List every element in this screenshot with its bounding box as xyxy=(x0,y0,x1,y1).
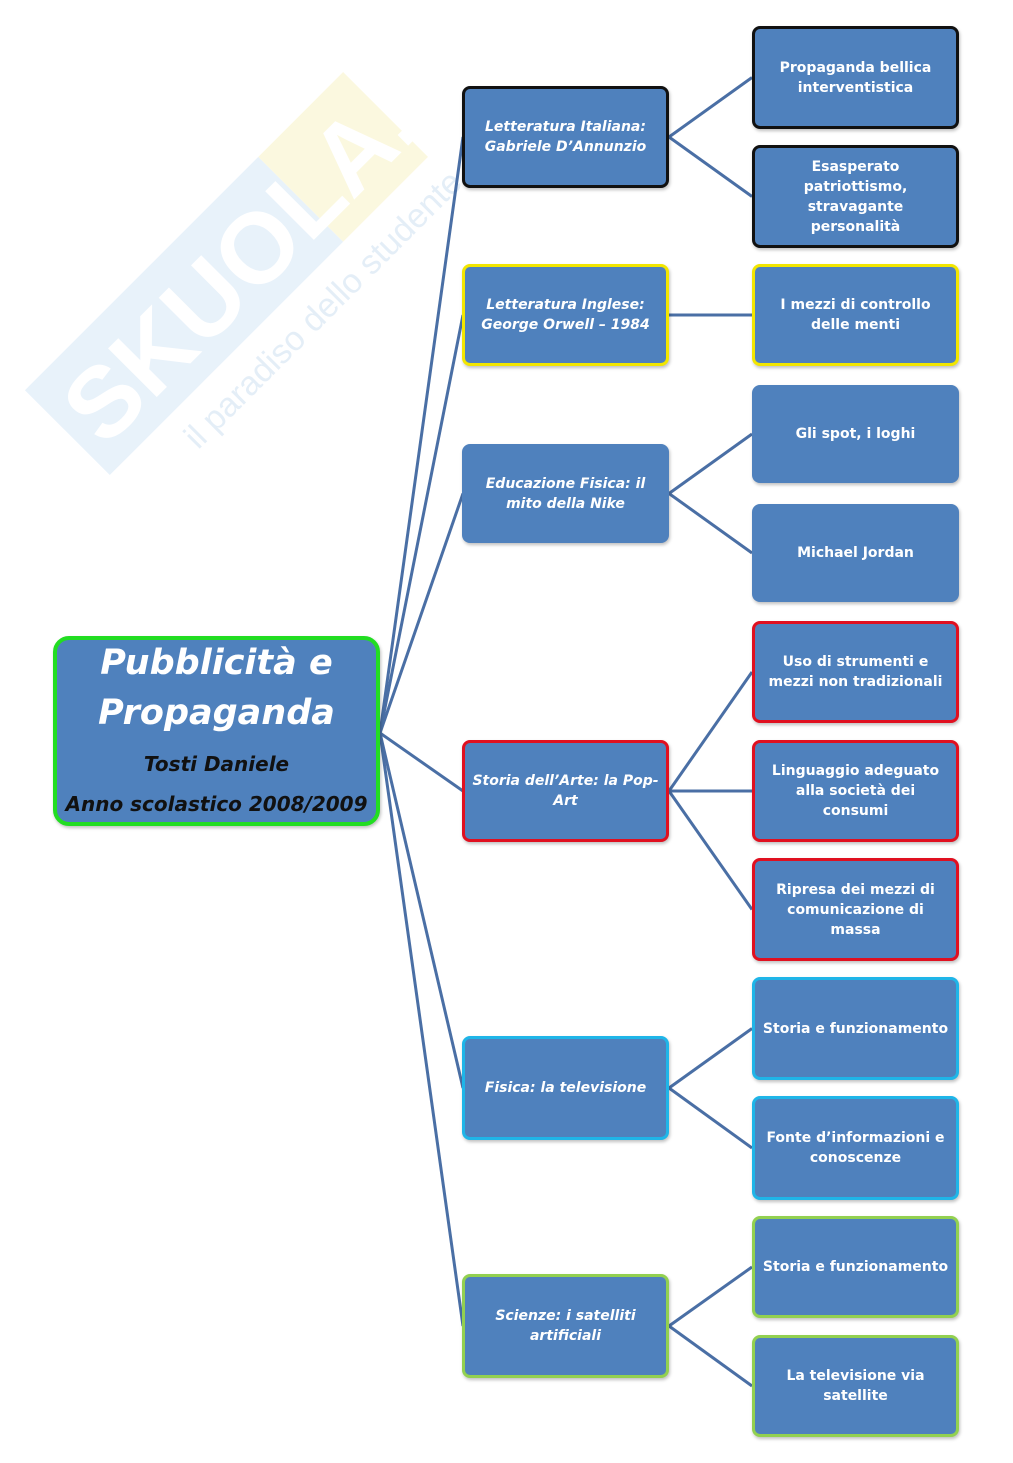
leaf-node: La televisione via satellite xyxy=(752,1335,959,1437)
root-author: Tosti Daniele xyxy=(143,752,290,776)
root-connector xyxy=(378,493,465,734)
branch-node: Storia dell’Arte: la Pop-Art xyxy=(462,740,669,842)
branch-node: Fisica: la televisione xyxy=(462,1036,669,1140)
root-title-line1: Pubblicità e xyxy=(100,643,333,683)
leaf-node: Uso di strumenti e mezzi non tradizional… xyxy=(752,621,959,723)
branch-connector xyxy=(668,1324,753,1388)
branch-connector xyxy=(667,671,754,792)
leaf-node: I mezzi di controllo delle menti xyxy=(752,264,959,366)
leaf-node: Michael Jordan xyxy=(752,504,959,602)
root-title-line2: Propaganda xyxy=(98,693,335,733)
branch-connector xyxy=(668,135,753,198)
leaf-node: Storia e funzionamento xyxy=(752,977,959,1080)
branch-connector xyxy=(668,1265,753,1328)
root-connector xyxy=(378,732,465,1089)
leaf-node: Linguaggio adeguato alla società dei con… xyxy=(752,740,959,842)
leaf-node: Ripresa dei mezzi di comunicazione di ma… xyxy=(752,858,959,961)
leaf-node: Esasperato patriottismo, stravagante per… xyxy=(752,145,959,248)
root-connector xyxy=(379,731,464,793)
root-node: Pubblicità e Propaganda Tosti Daniele An… xyxy=(53,636,380,826)
root-connector xyxy=(378,732,465,1327)
root-year: Anno scolastico 2008/2009 xyxy=(65,792,368,816)
branch-connector xyxy=(668,76,753,139)
leaf-node: Propaganda bellica interventistica xyxy=(752,26,959,129)
branch-node: Educazione Fisica: il mito della Nike xyxy=(462,444,669,543)
leaf-node: Storia e funzionamento xyxy=(752,1216,959,1318)
branch-connector xyxy=(668,1027,753,1090)
branch-connector xyxy=(668,432,753,495)
root-connector xyxy=(378,314,465,734)
branch-node: Scienze: i satelliti artificiali xyxy=(462,1274,669,1378)
branch-node: Letteratura Inglese: George Orwell – 198… xyxy=(462,264,669,366)
branch-node: Letteratura Italiana: Gabriele D’Annunzi… xyxy=(462,86,669,188)
root-connector xyxy=(378,136,465,734)
leaf-node: Fonte d’informazioni e conoscenze xyxy=(752,1096,959,1200)
branch-connector xyxy=(668,1086,753,1150)
branch-connector xyxy=(668,492,753,555)
branch-connector xyxy=(667,790,754,911)
leaf-node: Gli spot, i loghi xyxy=(752,385,959,483)
